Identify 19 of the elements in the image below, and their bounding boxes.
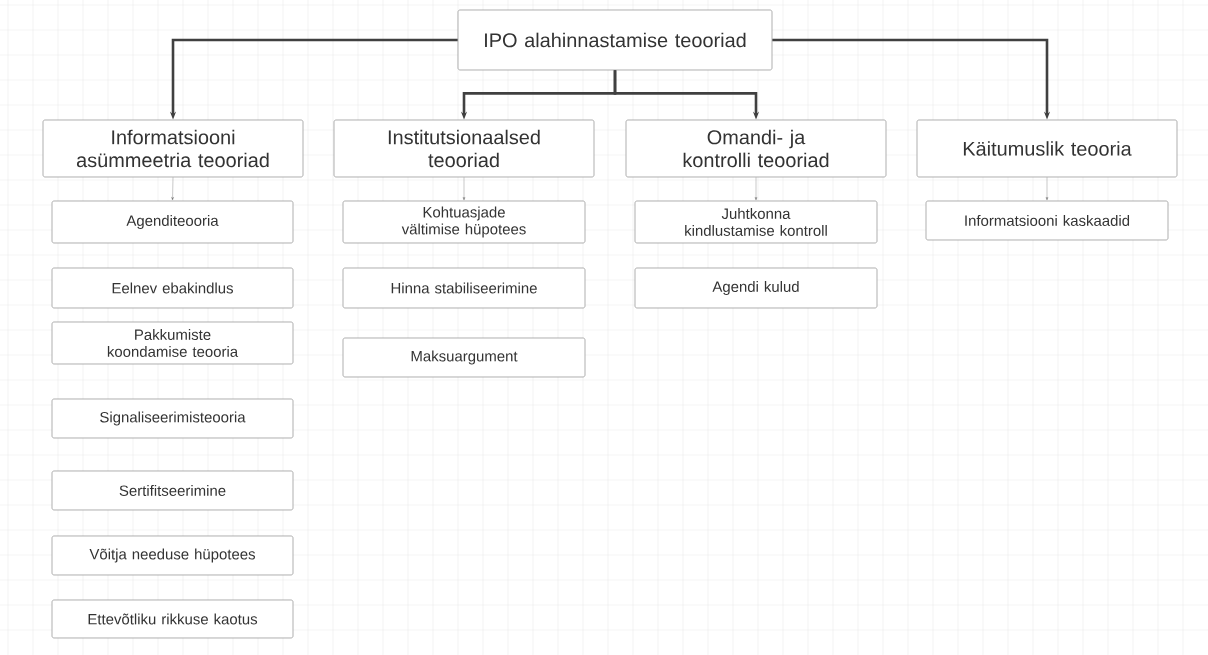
theory-box: Maksuargument xyxy=(342,337,586,378)
theory-box: Hinna stabiliseerimine xyxy=(342,267,586,309)
theory-box: Võitja needuse hüpotees xyxy=(51,535,294,576)
category-box: Käitumuslik teooria xyxy=(916,119,1178,178)
theory-box: Sertifitseerimine xyxy=(51,470,294,511)
arrow xyxy=(171,177,174,201)
category-box: Institutsionaalsed teooriad xyxy=(333,119,595,178)
theory-box: Agendi kulud xyxy=(634,267,878,309)
category-box: Informatsiooni asümmeetria teooriad xyxy=(42,119,304,178)
theory-box: Agenditeooria xyxy=(51,200,294,244)
theory-box: Informatsiooni kaskaadid xyxy=(925,200,1169,241)
theory-box: Pakkumiste koondamise teooria xyxy=(51,321,294,365)
theory-box: Kohtuasjade vältimise hüpotees xyxy=(342,200,586,244)
theory-box: Eelnev ebakindlus xyxy=(51,267,294,309)
category-box: Omandi- ja kontrolli teooriad xyxy=(625,119,887,178)
theory-box: Juhtkonna kindlustamise kontroll xyxy=(634,200,878,244)
theory-box: Ettevõtliku rikkuse kaotus xyxy=(51,599,294,639)
title-box: IPO alahinnastamise teooriad xyxy=(457,9,773,71)
theory-box: Signaliseerimisteooria xyxy=(51,398,294,439)
